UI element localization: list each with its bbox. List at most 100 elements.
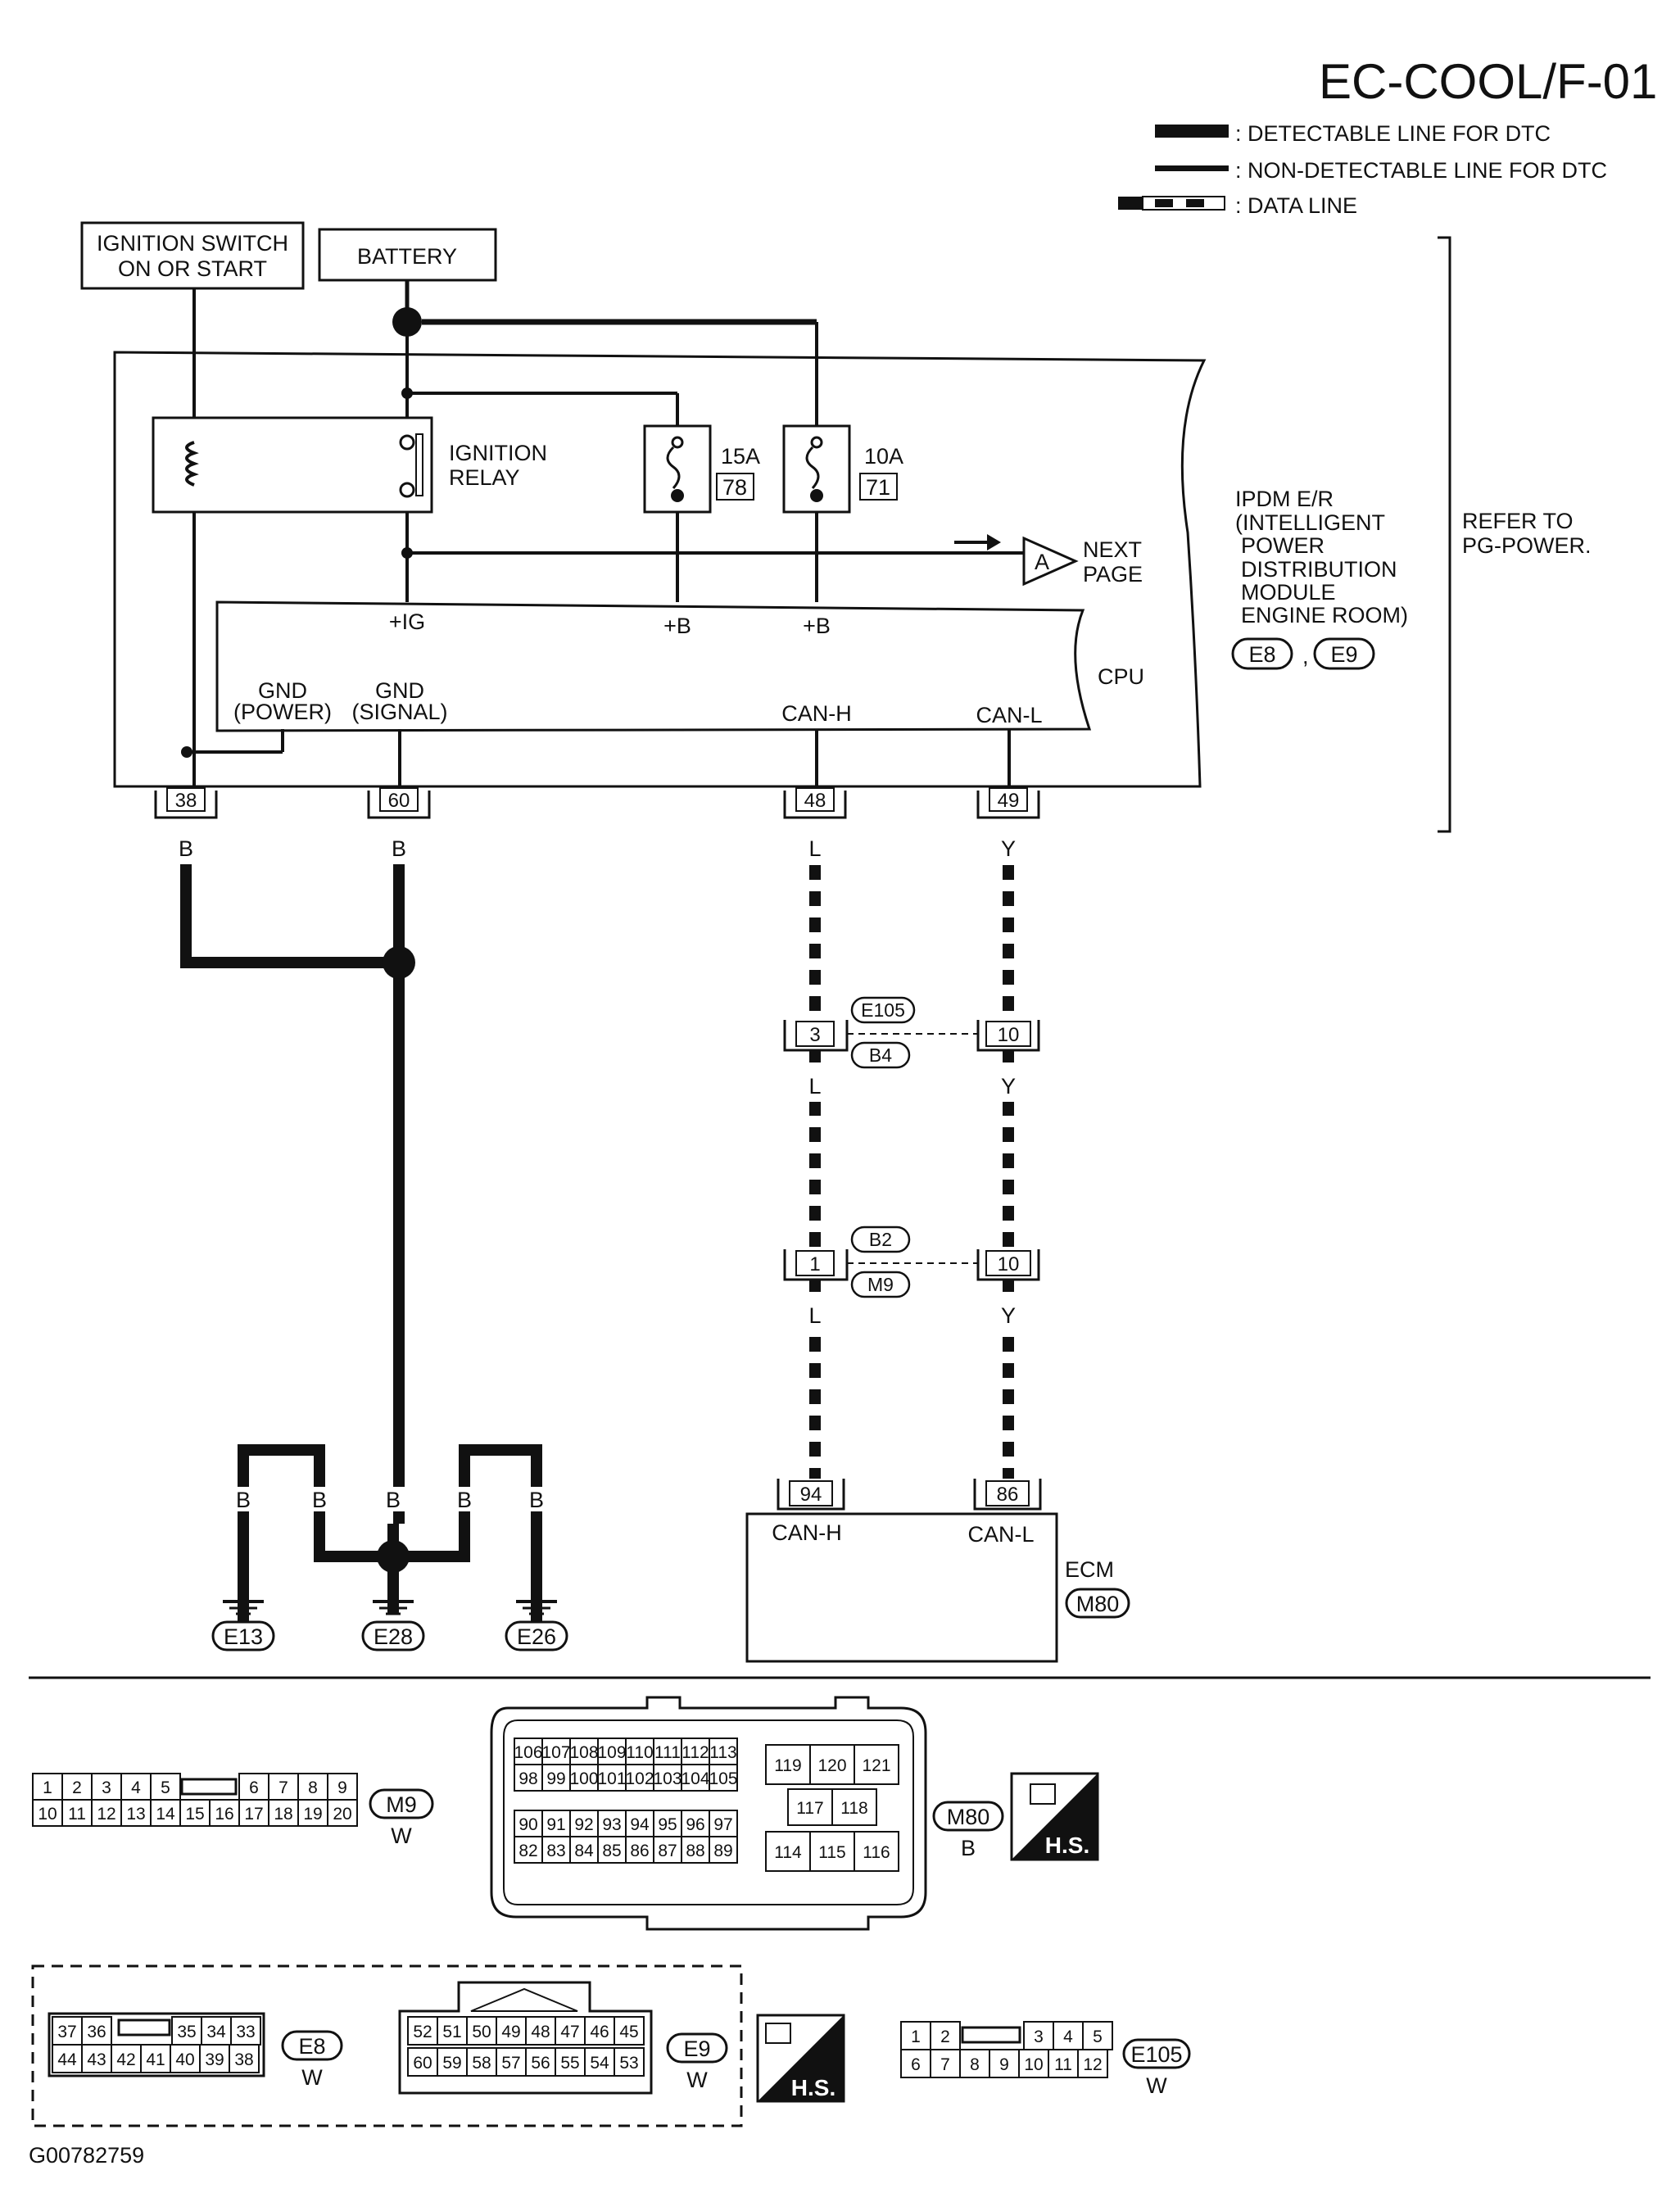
connector-cavity: [238, 1773, 269, 1801]
cavity-number: 3: [102, 1778, 111, 1797]
cavity-number: 115: [818, 1843, 845, 1862]
pin-60-label: 60: [388, 790, 410, 812]
cavity-number: 37: [57, 2023, 76, 2041]
connector-cavity: [201, 2016, 232, 2046]
cavity-number: 16: [215, 1805, 233, 1824]
fuse-icon: [666, 446, 681, 489]
connector-latch-icon: [180, 1778, 238, 1796]
cavity-number: 1: [911, 2028, 921, 2046]
cavity-number: 92: [574, 1815, 593, 1834]
connector-cavity: [1077, 2049, 1108, 2078]
cavity-number: 95: [658, 1815, 677, 1834]
connector-cavity: [238, 1799, 269, 1827]
wire-color-60: B: [392, 836, 406, 861]
m80-color: B: [961, 1836, 976, 1860]
cavity-number: 100: [569, 1769, 598, 1788]
cavity-number: 51: [442, 2023, 461, 2041]
cavity-number: 18: [274, 1805, 292, 1824]
cavity-number: 102: [625, 1769, 654, 1788]
cavity-number: 121: [862, 1756, 890, 1775]
next-page-text: NEXT: [1083, 537, 1142, 562]
connector-cavity: [407, 2016, 438, 2046]
connector-cavity: [111, 2044, 142, 2073]
cavity-number: 112: [682, 1743, 709, 1762]
connector-cavity: [297, 1773, 328, 1801]
connector-cavity: [229, 2044, 260, 2073]
fuse-10a-number: 71: [866, 475, 890, 500]
wire-color-gnd2: B: [312, 1488, 327, 1512]
connector-cavity: [709, 1836, 738, 1864]
e9-id: E9: [683, 2037, 710, 2061]
legend-non-detectable-label: : NON-DETECTABLE LINE FOR DTC: [1235, 158, 1607, 183]
e105-id: E105: [1130, 2042, 1182, 2067]
cavity-number: 7: [278, 1778, 288, 1797]
connector-cavity: [140, 2044, 171, 2073]
m80-id: M80: [947, 1805, 990, 1829]
e8-id: E8: [298, 2034, 325, 2059]
connector-cavity: [52, 2044, 83, 2073]
cavity-number: 7: [940, 2055, 950, 2074]
connector-cavity: [1018, 2049, 1049, 2078]
cavity-number: 36: [87, 2023, 106, 2041]
ground-e26-label: E26: [517, 1624, 556, 1649]
junction2-right-pin: 10: [998, 1253, 1020, 1275]
ignition-switch-label-2: ON OR START: [118, 256, 267, 281]
connector-cavity: [709, 1764, 738, 1792]
cavity-number: 35: [177, 2023, 196, 2041]
ecm-connector-label: M80: [1076, 1592, 1120, 1616]
connector-cavity: [569, 1764, 599, 1792]
ground-symbol-e26: E26: [505, 1600, 568, 1651]
cavity-number: 33: [236, 2023, 255, 2041]
connector-cavity: [584, 2016, 615, 2046]
junction2-top-label: B2: [869, 1229, 892, 1250]
cpu-can-l-label: CAN-L: [976, 703, 1042, 727]
cavity-number: 11: [1054, 2055, 1072, 2074]
cavity-number: 109: [597, 1743, 626, 1762]
connector-hand-icon: [765, 2023, 791, 2044]
terminal-b-10a: +B: [803, 614, 831, 638]
ipdm-name-1: IPDM E/R: [1235, 487, 1334, 511]
cavity-number: 9: [999, 2055, 1009, 2074]
cavity-number: 12: [97, 1805, 115, 1824]
cavity-number: 43: [87, 2050, 106, 2069]
e105-color: W: [1146, 2073, 1167, 2098]
cavity-number: 88: [686, 1842, 704, 1860]
terminal-b-15a: +B: [663, 614, 691, 638]
connector-cavity: [150, 1799, 181, 1827]
cpu-box: [215, 600, 1092, 732]
cavity-number: 116: [863, 1843, 890, 1862]
ground-splice-upper: [383, 946, 415, 979]
connector-cavity: [541, 1810, 571, 1837]
cavity-number: 91: [546, 1815, 565, 1834]
wire-color-j1-right: Y: [1001, 1074, 1016, 1099]
connector-cavity: [614, 2016, 645, 2046]
m9-color: W: [391, 1824, 412, 1848]
connector-cavity: [854, 1831, 899, 1872]
ipdm-name-6: ENGINE ROOM): [1241, 603, 1408, 628]
refer-bracket: [1438, 236, 1451, 833]
cavity-number: 113: [709, 1743, 736, 1762]
connector-cavity: [496, 2047, 527, 2077]
cavity-number: 8: [970, 2055, 980, 2074]
cavity-number: 15: [185, 1805, 204, 1824]
wire-color-49: Y: [1001, 836, 1016, 861]
ground-e13-label: E13: [224, 1624, 263, 1649]
gnd-signal-label-2: (SIGNAL): [351, 700, 447, 724]
pin-38-label: 38: [175, 790, 197, 812]
ecm-module: 94 86 CAN-H CAN-L ECM M80: [745, 1479, 1130, 1663]
cavity-number: 110: [626, 1743, 653, 1762]
cavity-number: 12: [1083, 2055, 1102, 2074]
ipdm-name-5: MODULE: [1241, 580, 1336, 605]
connector-triangle-icon: [1022, 536, 1079, 587]
wire-color-j2-left: L: [808, 1303, 821, 1328]
wire-color-j1-left: L: [808, 1074, 821, 1099]
ipdm-name-4: DISTRIBUTION: [1241, 557, 1397, 582]
fuse-15a: 15A 78: [643, 424, 760, 514]
connector-hand-icon: [1030, 1783, 1056, 1805]
